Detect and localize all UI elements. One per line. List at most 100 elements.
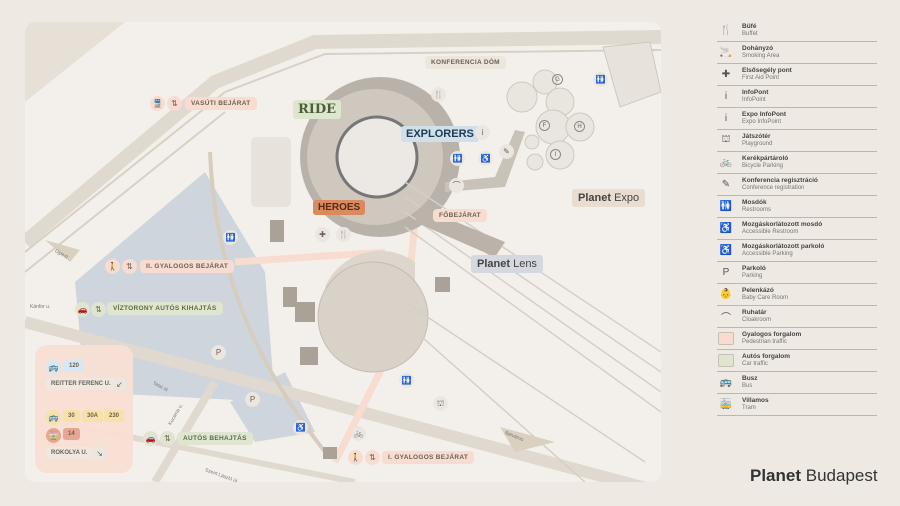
accessible-parking-icon: ♿ [719, 245, 733, 256]
buffet-icon[interactable]: 🍴 [431, 87, 446, 102]
legend-label-hu: Gyalogos forgalom [742, 331, 802, 338]
planet-expo-name-a: Planet [578, 192, 612, 204]
expo-info-icon: i [724, 113, 728, 124]
bicycle-parking-icon[interactable]: 🚲 [351, 426, 366, 441]
ride-attraction-label[interactable]: RIDE [293, 100, 342, 119]
bus-icon: 🚌 [719, 377, 733, 388]
legend-label-en: Car traffic [742, 361, 768, 367]
expo-info-icon[interactable]: i [475, 125, 490, 140]
planet-expo-name-b: Expo [614, 192, 640, 204]
two-way-arrows-icon: ⇅ [91, 302, 106, 317]
legend-label-hu: Dohányzó [742, 45, 774, 52]
car-entry-label[interactable]: AUTÓS BEHAJTÁS [177, 432, 253, 445]
hanger-icon[interactable]: ⌒ [449, 178, 464, 193]
legend-label-en: Cloakroom [742, 317, 772, 323]
planet-lens-name-a: Planet [477, 258, 511, 270]
conference-registration-icon: ✎ [721, 179, 731, 190]
legend-label-hu: Villamos [742, 397, 769, 404]
car-exit-label[interactable]: VÍZTORONY AUTÓS KIHAJTÁS [107, 302, 223, 315]
bus-icon: 🚌 [46, 410, 61, 425]
accessible-parking-icon[interactable]: ♿ [293, 420, 308, 435]
buffet-icon[interactable]: 🍴 [336, 227, 351, 242]
legend-label-en: InfoPoint [742, 97, 766, 103]
dome-f-marker[interactable]: F [539, 120, 550, 131]
planet-expo-label[interactable]: Planet Expo [572, 189, 646, 207]
legend-label-hu: Mozgáskorlátozott parkoló [742, 243, 825, 250]
legend-label-en: Playground [742, 141, 773, 147]
pedestrian-entrance-2-label[interactable]: II. GYALOGOS BEJÁRAT [140, 260, 235, 273]
restroom-icon[interactable]: 🚻 [223, 230, 238, 245]
legend-label-hu: Mozgáskorlátozott mosdó [742, 221, 823, 228]
legend-label-hu: Busz [742, 375, 758, 382]
planet-lens-label[interactable]: Planet Lens [471, 255, 543, 273]
legend-label-hu: Kerékpártároló [742, 155, 789, 162]
pedestrian-icon: 🚶 [105, 259, 120, 274]
bus-line-chip: 30A [82, 410, 104, 422]
railway-entrance-label[interactable]: VASÚTI BEJÁRAT [185, 97, 257, 110]
legend-label-en: Smoking Area [742, 53, 780, 59]
car-swatch [718, 354, 734, 367]
train-icon: 🚆 [150, 96, 165, 111]
parking-icon: P [722, 267, 730, 278]
legend-label-hu: Büfé [742, 23, 757, 30]
legend-label-en: Expo InfoPoint [742, 119, 782, 125]
planet-dome [335, 115, 419, 199]
pedestrian-icon: 🚶 [348, 450, 363, 465]
legend-label-hu: Autós forgalom [742, 353, 791, 360]
fork-knife-icon: 🍴 [719, 25, 733, 36]
logo-part-b: Budapest [805, 466, 878, 485]
accessible-restroom-icon: ♿ [719, 223, 733, 234]
conference-registration-icon[interactable]: ✎ [499, 144, 514, 159]
legend-label-hu: Játszótér [742, 133, 771, 140]
legend-label-en: Bus [742, 383, 753, 389]
first-aid-icon: ✚ [721, 69, 731, 80]
bus-line-chip: 230 [104, 410, 125, 422]
restroom-icon[interactable]: 🚻 [450, 151, 465, 166]
legend-label-en: Baby Care Room [742, 295, 789, 301]
accessible-restroom-icon[interactable]: ♿ [478, 151, 493, 166]
first-aid-icon[interactable]: ✚ [315, 227, 330, 242]
hanger-icon: ⌒ [721, 313, 731, 324]
tram-icon: 🚋 [46, 428, 61, 443]
restroom-icon[interactable]: 🚻 [399, 373, 414, 388]
dome-i-marker[interactable]: I [550, 149, 561, 160]
tram-line-chip: 14 [63, 428, 80, 440]
restroom-icon: 🚻 [719, 201, 733, 212]
dome-g-marker[interactable]: G [552, 74, 563, 85]
legend-label-en: Restrooms [742, 207, 772, 213]
bus-line-chip: 120 [64, 360, 85, 372]
parking-icon[interactable]: P [211, 345, 226, 360]
logo-part-a: Planet [750, 466, 802, 485]
explorers-attraction-label[interactable]: EXPLORERS [401, 126, 479, 142]
dome-h-marker[interactable]: H [574, 121, 585, 132]
playground-icon[interactable]: ⛫ [433, 396, 448, 411]
parking-icon[interactable]: P [245, 392, 260, 407]
pedestrian-entrance-1-label[interactable]: I. GYALOGOS BEJÁRAT [382, 451, 475, 464]
car-icon: 🚗 [143, 431, 158, 446]
legend-label-hu: InfoPont [742, 89, 769, 96]
legend-label-hu: Elsősegély pont [742, 67, 792, 74]
planet-lens-name-b: Lens [513, 258, 537, 270]
bus-line-chip: 30 [63, 410, 80, 422]
restroom-icon[interactable]: 🚻 [593, 72, 608, 87]
main-entrance-label[interactable]: FŐBEJÁRAT [433, 209, 487, 222]
legend-label-en: Accessible Parking [742, 251, 793, 257]
legend-label-en: First Aid Point [742, 75, 780, 81]
stop-name: ROKOLYA U. [46, 447, 93, 459]
heroes-attraction-label[interactable]: HEROES [313, 200, 366, 215]
legend-label-en: Pedestrian traffic [742, 339, 787, 345]
conference-dome-label[interactable]: KONFERENCIA DÓM [425, 56, 506, 69]
legend-label-hu: Mosdók [742, 199, 767, 206]
